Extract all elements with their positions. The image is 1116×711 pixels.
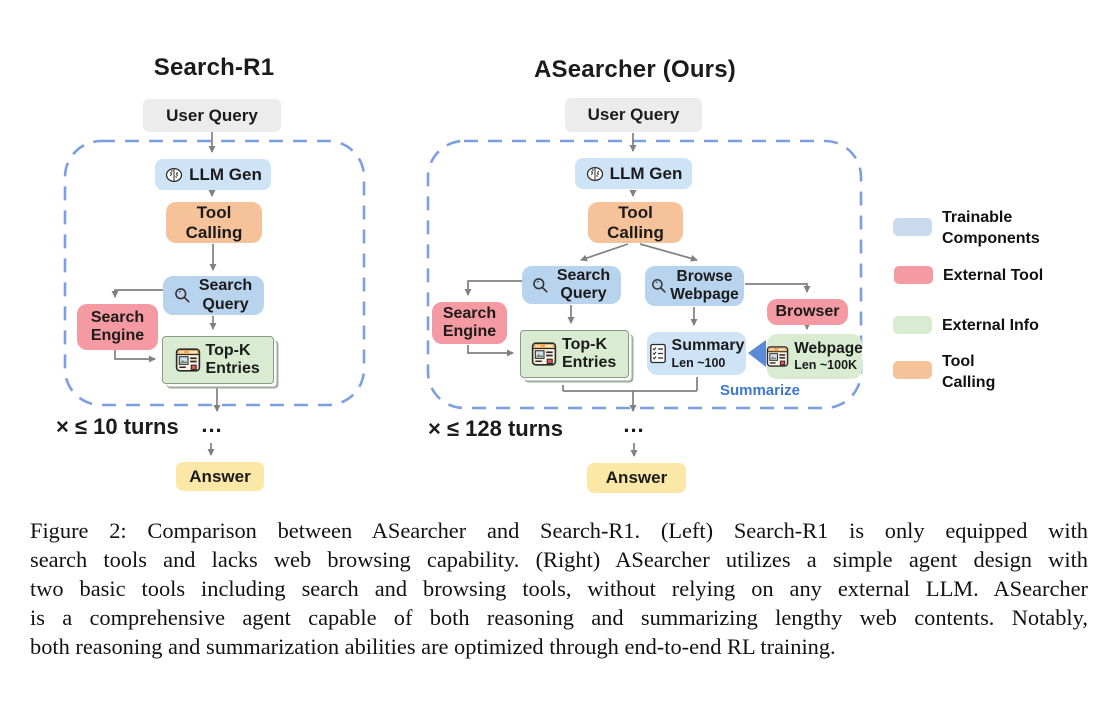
legend-swatch-trainable (893, 218, 932, 236)
left-tool-calling-label: Tool Calling (185, 202, 243, 242)
left-answer-label: Answer (189, 466, 251, 486)
right-turns-label: × ≤ 128 turns (428, 416, 563, 441)
checklist-icon (649, 343, 667, 364)
right-llm-gen-box: LLM Gen (575, 158, 692, 189)
figure-caption-line: both reasoning and summarization abiliti… (30, 634, 836, 659)
legend-item-trainable: Trainable Components (893, 208, 1057, 250)
webpage-icon (531, 341, 557, 367)
right-tool-calling-box: Tool Calling (588, 202, 683, 243)
left-search-engine-label: Search Engine (90, 308, 145, 344)
right-search-engine-label: Search Engine (442, 304, 497, 340)
right-topk-entries-label: Top-K Entries (562, 335, 617, 371)
legend-item-external-info: External Info (893, 316, 1072, 337)
summarize-label: Summarize (719, 382, 801, 399)
left-topk-entries-box: Top-K Entries (162, 336, 274, 384)
webpage-icon (766, 345, 789, 368)
legend-item-tool-calling: Tool Calling (893, 352, 1012, 394)
legend-swatch-external-info (893, 316, 932, 334)
left-panel-title: Search-R1 (153, 54, 275, 81)
right-topk-entries-box: Top-K Entries (520, 330, 629, 378)
left-llm-gen-box: LLM Gen (155, 159, 271, 190)
left-topk-entries-label: Top-K Entries (205, 341, 260, 377)
figure-caption-line: is a comprehensive agent capable of both… (30, 605, 1088, 630)
right-browser-box: Browser (767, 299, 848, 325)
legend-label-tool-calling: Tool Calling (942, 353, 996, 391)
summary-label: Summary (671, 337, 745, 355)
right-webpage-box: Webpage Len ~100K (766, 334, 863, 379)
right-search-query-label: Search Query (556, 266, 611, 302)
right-answer-label: Answer (605, 468, 668, 488)
legend-label-external-tool: External Tool (943, 267, 1044, 284)
right-search-query-box: Search Query (522, 266, 621, 304)
right-llm-gen-label: LLM Gen (609, 163, 683, 183)
left-ellipsis: ... (201, 412, 223, 437)
legend-swatch-external-tool (894, 266, 933, 284)
right-search-engine-box: Search Engine (432, 302, 507, 344)
legend-item-external-tool: External Tool (894, 266, 1073, 287)
legend-swatch-tool-calling (893, 361, 932, 379)
figure-caption: Figure 2: Comparison between ASearcher a… (30, 516, 1088, 661)
figure-caption-line: two basic tools including search and bro… (30, 576, 1088, 601)
search-icon (650, 277, 668, 295)
right-summary-box: Summary Len ~100 (647, 332, 746, 375)
summarize-triangle-icon (748, 340, 766, 367)
left-tool-calling-box: Tool Calling (166, 202, 262, 243)
brain-icon (585, 164, 605, 184)
webpage-label: Webpage (794, 340, 863, 358)
webpage-length-label: Len ~100K (794, 358, 858, 373)
right-browser-label: Browser (775, 302, 840, 320)
right-ellipsis: ... (623, 412, 645, 437)
brain-icon (164, 165, 184, 185)
figure-caption-line: Figure 2: Comparison between ASearcher a… (30, 518, 1088, 543)
right-browse-webpage-label: Browse Webpage (670, 268, 739, 303)
right-user-query-label: User Query (587, 105, 680, 125)
legend-label-external-info: External Info (942, 317, 1039, 334)
right-panel-title: ASearcher (Ours) (534, 56, 736, 83)
left-search-query-box: Search Query (163, 276, 264, 315)
right-answer-box: Answer (587, 463, 686, 493)
legend-label-trainable: Trainable Components (942, 209, 1040, 247)
right-tool-calling-label: Tool Calling (607, 202, 664, 242)
left-search-query-label: Search Query (198, 277, 253, 313)
left-user-query-label: User Query (166, 105, 258, 125)
left-search-engine-box: Search Engine (77, 304, 158, 350)
left-answer-box: Answer (176, 462, 264, 491)
right-user-query-box: User Query (565, 98, 702, 132)
left-llm-gen-label: LLM Gen (189, 164, 262, 184)
left-user-query-box: User Query (143, 99, 281, 132)
left-turns-label: × ≤ 10 turns (56, 414, 179, 439)
right-browse-webpage-box: Browse Webpage (645, 266, 744, 306)
summary-length-label: Len ~100 (671, 355, 726, 370)
search-icon (173, 286, 192, 305)
figure-caption-line: search tools and lacks web browsing capa… (30, 547, 1088, 572)
search-icon (531, 276, 550, 295)
webpage-icon (175, 347, 201, 373)
